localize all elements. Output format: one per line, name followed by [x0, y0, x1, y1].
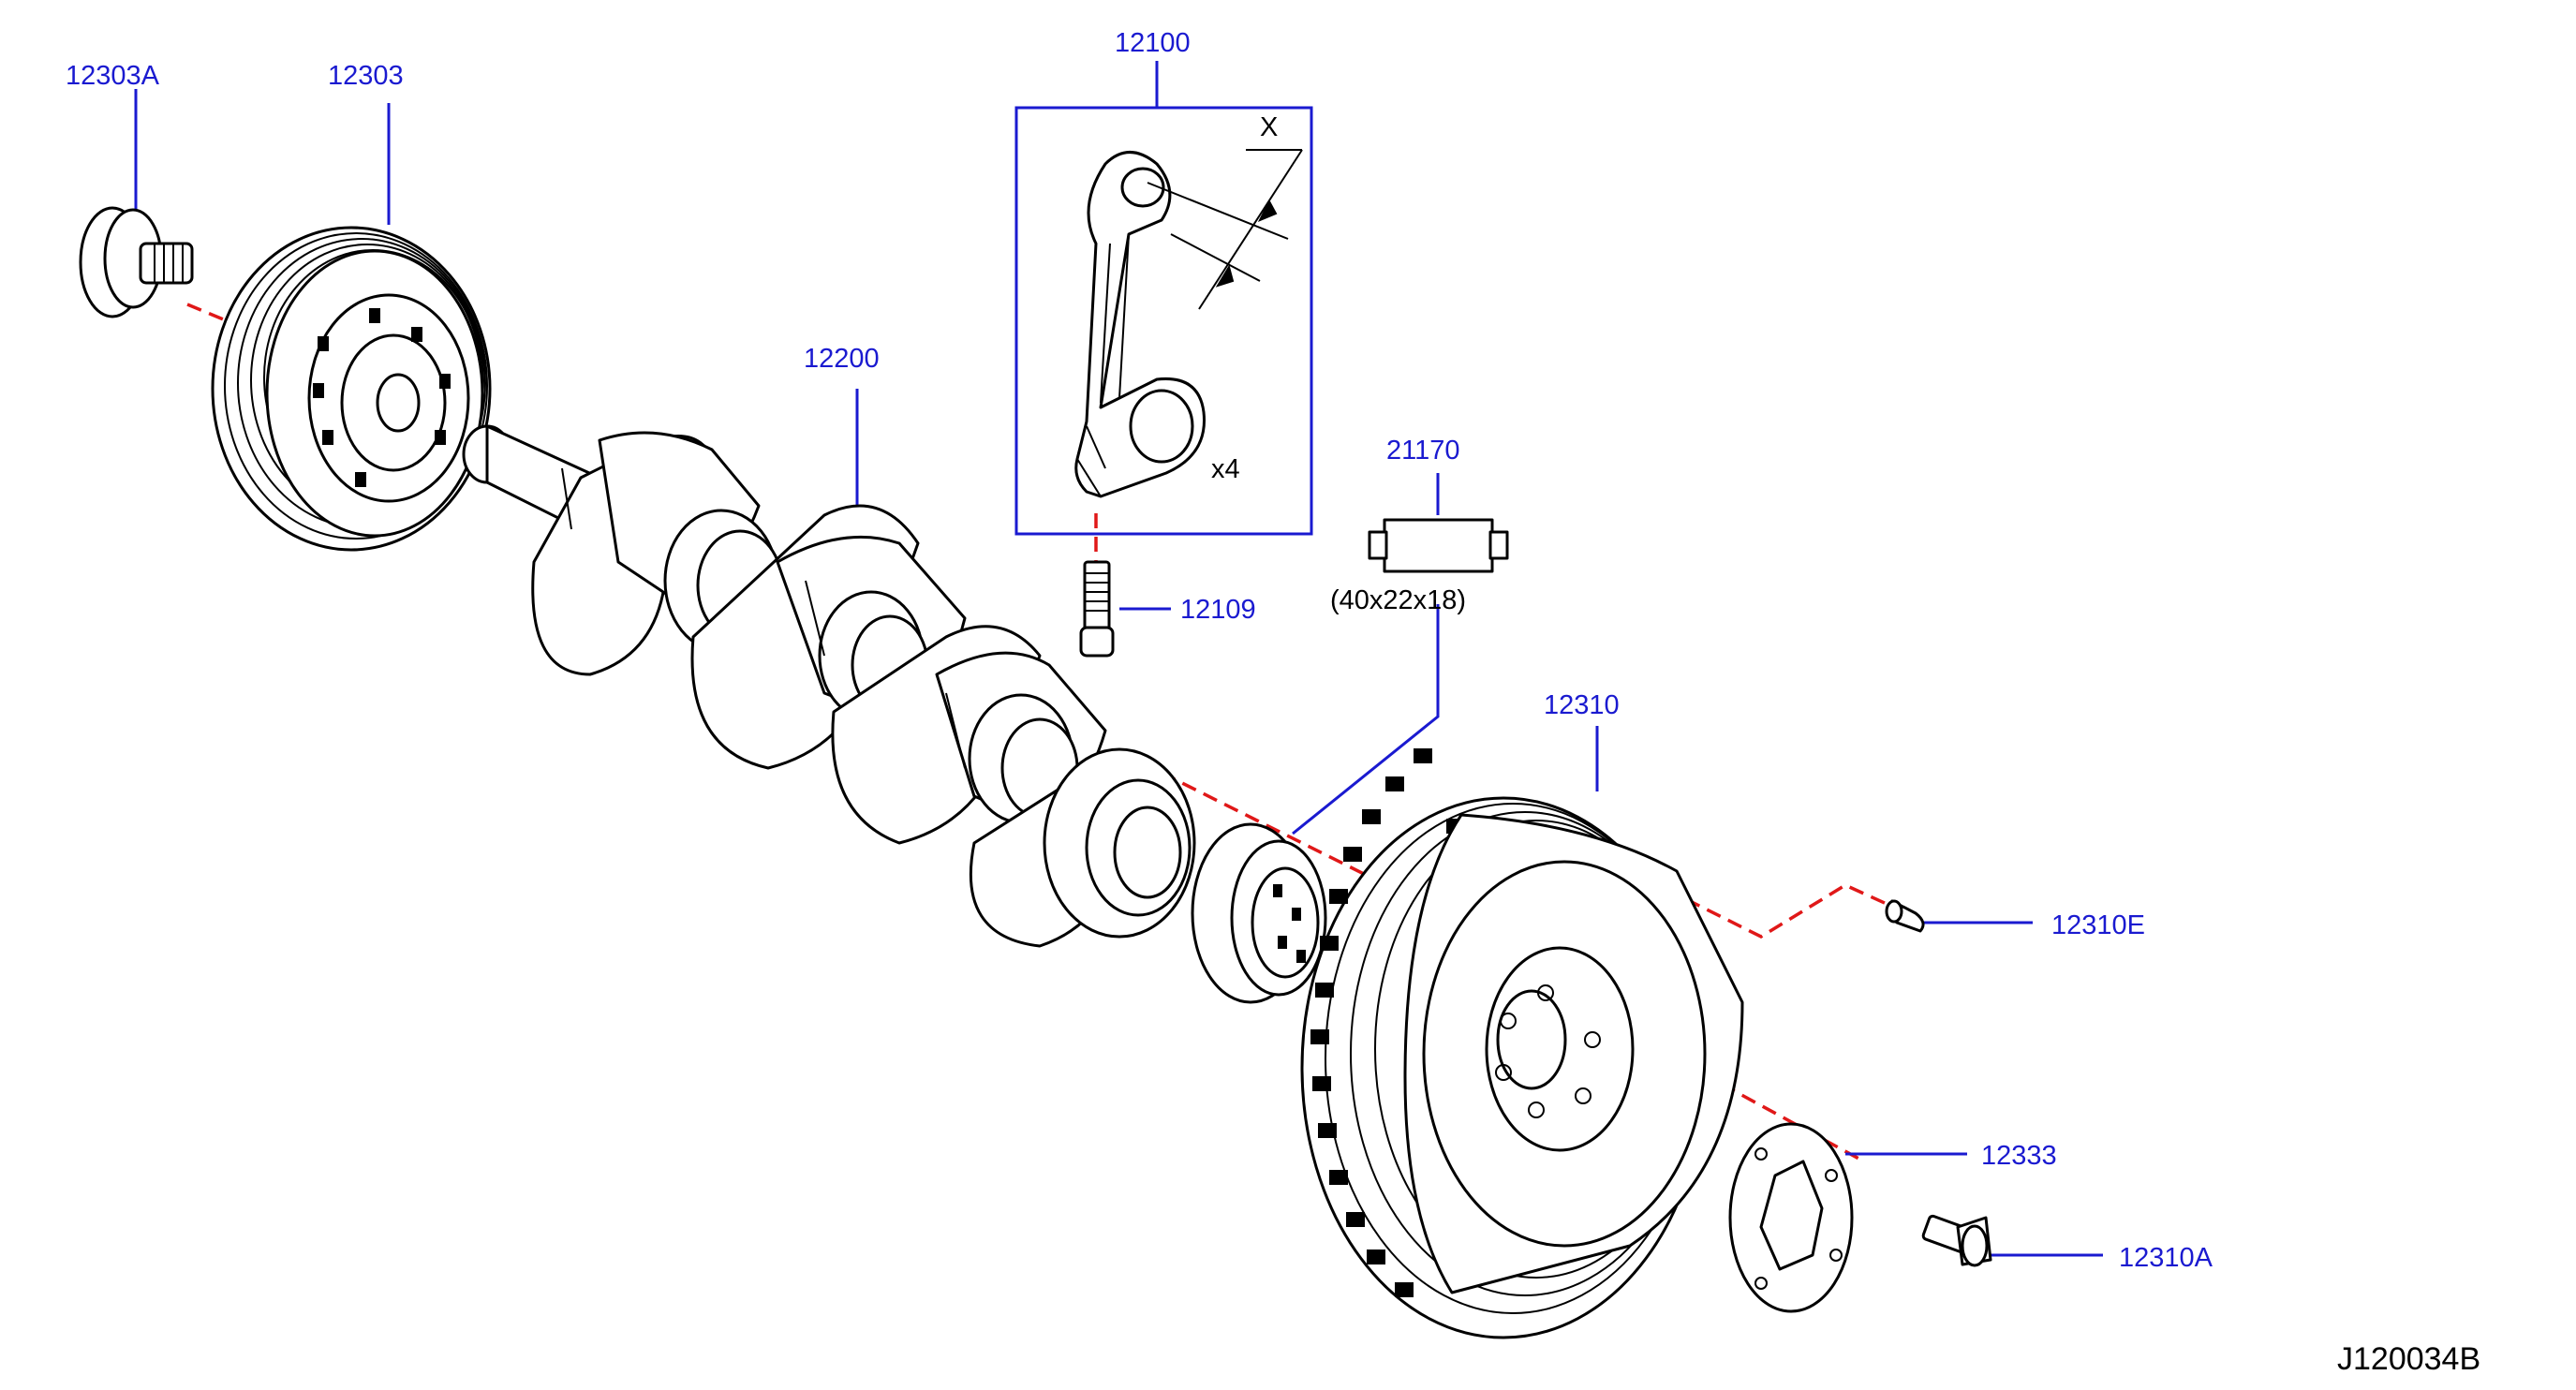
connecting-rod-12100: [1074, 149, 1303, 498]
x-dimension-marker: X: [1260, 112, 1278, 142]
dowel-pin-12310E: [1885, 899, 1925, 933]
leader-lines: [134, 61, 2103, 1257]
label-12310: 12310: [1544, 690, 1620, 720]
rod-bolt-12109: [1079, 560, 1115, 658]
crankshaft-12200: [462, 424, 1196, 948]
quantity-note: x4: [1211, 454, 1240, 484]
label-12310E: 12310E: [2051, 910, 2145, 940]
callout-labels: 12303A 12303 12100 12200 21170 12109 123…: [66, 28, 2480, 1377]
crank-pulley-12303: [211, 226, 492, 552]
label-12100: 12100: [1115, 28, 1191, 58]
reinforce-plate-12333: [1728, 1122, 1854, 1313]
flywheel-bolt-12310A: [1921, 1214, 1992, 1267]
label-12333: 12333: [1981, 1141, 2057, 1171]
pulley-bolt-12303A: [79, 206, 194, 318]
diagram-code: J120034B: [2337, 1341, 2480, 1377]
label-12200: 12200: [804, 344, 880, 374]
bearing-size-note: (40x22x18): [1330, 585, 1466, 615]
label-12310A: 12310A: [2119, 1243, 2213, 1273]
label-12303A: 12303A: [66, 61, 160, 91]
flywheel-12310: [1300, 748, 1744, 1339]
label-21170: 21170: [1386, 436, 1460, 466]
pilot-bearing-21170: [1191, 518, 1509, 1004]
label-12303: 12303: [328, 61, 404, 91]
label-12109: 12109: [1180, 595, 1256, 625]
